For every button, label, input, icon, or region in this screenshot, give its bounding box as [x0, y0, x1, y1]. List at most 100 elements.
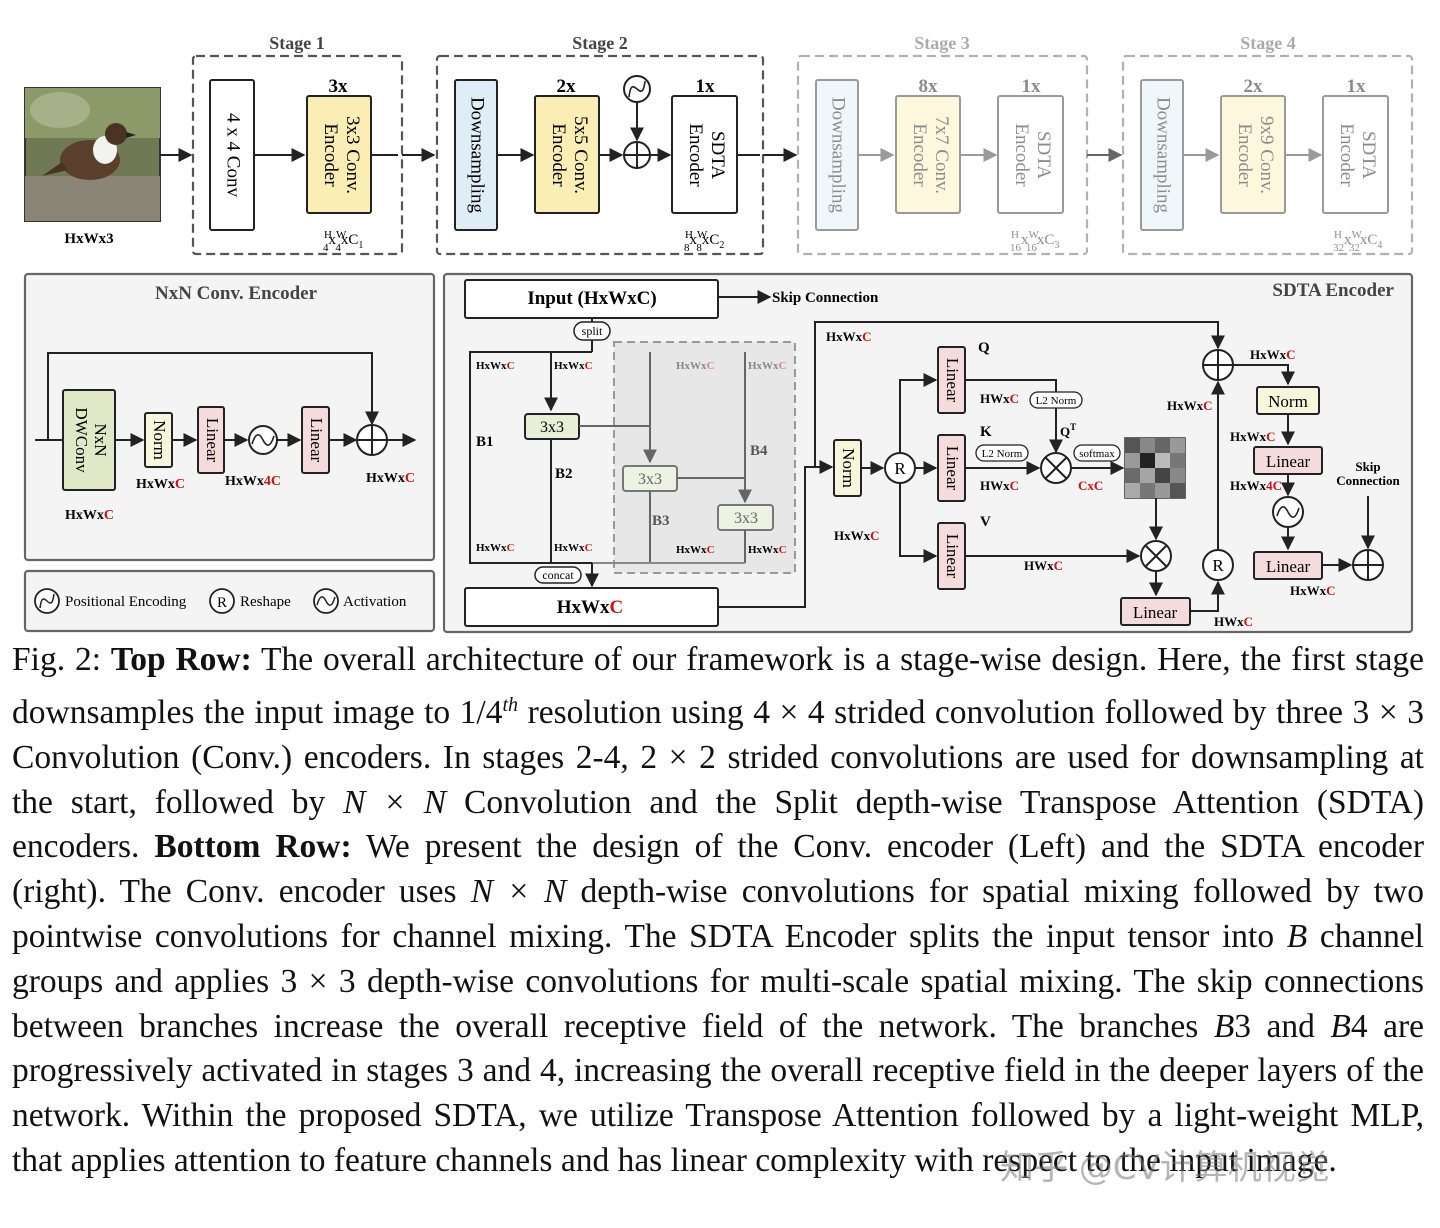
- b3-out-dim: HxWxC: [676, 544, 715, 556]
- figure-caption: Fig. 2: Top Row: The overall architectur…: [12, 638, 1424, 1184]
- b2-out-dim: HxWxC: [554, 542, 593, 554]
- k-l2norm-label: L2 Norm: [982, 448, 1023, 460]
- sdta-norm-label: Norm: [839, 448, 858, 488]
- stage-3-sdta-label: SDTAEncoder: [1011, 123, 1054, 187]
- out-linear-label: Linear: [1133, 603, 1178, 622]
- branch-b4: B4: [750, 443, 768, 459]
- out-linear-dim: HWxC: [1214, 614, 1253, 629]
- caption-nxn-1: N × N: [343, 783, 447, 821]
- stage-3-title: Stage 3: [914, 33, 970, 53]
- b3-dim: HxWxC: [676, 360, 715, 372]
- softmax-label: softmax: [1079, 448, 1115, 460]
- caption-text-8: are progressively activated in stages 3 …: [12, 1007, 1424, 1179]
- k-l2norm-node: [975, 444, 1029, 462]
- mlp-out-dim: HxWxC: [1290, 583, 1336, 598]
- skip-connection-label: Skip Connection: [772, 290, 879, 306]
- branch-output-label: HxWxC: [557, 597, 624, 618]
- stage-1: Stage 1 4 x 4 Conv 3x 3x3 Conv.Encoder H…: [191, 33, 404, 256]
- linear2-label: Linear: [307, 418, 326, 463]
- stage-3-mult2: 1x: [1022, 76, 1042, 97]
- sdta-panel: SDTA Encoder Input (HxWxC) Skip Connecti…: [442, 272, 1414, 634]
- stage-4-sdta-label: SDTAEncoder: [1336, 123, 1379, 187]
- q-label: Q: [978, 340, 990, 356]
- input-label: HxWx3: [64, 231, 113, 247]
- concat-node: [534, 566, 582, 584]
- stage-4-down-label: Downsampling: [1153, 97, 1174, 214]
- b4-conv-label: 3x3: [734, 510, 758, 527]
- reshape-icon: [209, 588, 235, 614]
- stage-4-encoder-label: 9x9 Conv.Encoder: [1234, 116, 1277, 194]
- k-dim: HWxC: [980, 478, 1019, 493]
- branch-b3: B3: [652, 513, 670, 529]
- qt-label: QT: [1060, 422, 1076, 439]
- caption-b3-var: B: [1213, 1007, 1235, 1045]
- caption-text-3: Convolution and the Split depth-wise Tra…: [12, 783, 1425, 866]
- b2-dim: HxWxC: [554, 360, 593, 372]
- mlp-linear2-label: Linear: [1266, 557, 1311, 576]
- stage-3-down-label: Downsampling: [828, 97, 849, 214]
- caption-bottom-row: Bottom Row:: [154, 828, 352, 866]
- split-label: split: [582, 324, 603, 338]
- legend-reshape: Reshape: [240, 594, 291, 610]
- v-linear-label: Linear: [943, 534, 962, 579]
- k-label: K: [980, 424, 992, 440]
- stage-1-encoder-label: 3x3 Conv.Encoder: [320, 116, 363, 194]
- dwconv-label: NxNDWConv: [72, 407, 110, 473]
- caption-text-5: depth-wise convolutions for spatial mixi…: [12, 873, 1425, 955]
- q-dim: HWxC: [980, 391, 1019, 406]
- caption-text-6: channel groups and applies 3 × 3 depth-w…: [12, 917, 1424, 1045]
- caption-text-4: We present the design of the Conv. encod…: [12, 828, 1424, 911]
- linear-dim: HxWx4C: [225, 474, 281, 489]
- stage-3: Stage 3 Downsampling 8x 7x7 Conv.Encoder…: [796, 33, 1089, 256]
- stage-2-mult2: 1x: [696, 76, 716, 97]
- caption-sup: th: [502, 693, 519, 716]
- q-l2norm-node: [1029, 391, 1083, 409]
- conv4x4-label: 4 x 4 Conv: [223, 113, 244, 197]
- stage-2-title: Stage 2: [572, 33, 628, 53]
- stage-1-mult: 3x: [329, 76, 349, 97]
- b2-conv-label: 3x3: [540, 419, 564, 436]
- attention-map: [1124, 437, 1186, 499]
- add-dim: HxWxC: [1250, 347, 1296, 362]
- reshape-dim: HxWxC: [1167, 398, 1213, 413]
- stage-3-mult1: 8x: [919, 76, 939, 97]
- conv-encoder-title: NxN Conv. Encoder: [155, 283, 318, 304]
- mlp-linear1-dim: HxWx4C: [1230, 478, 1282, 493]
- skip-dim: HxWxC: [826, 329, 872, 344]
- cxc-label: CxC: [1078, 478, 1103, 493]
- stage-2-encoder-label: 5x5 Conv.Encoder: [548, 116, 591, 194]
- stage-2-sdta-label: SDTAEncoder: [685, 123, 728, 187]
- v-label: V: [980, 514, 991, 530]
- branch-b2: B2: [555, 466, 573, 482]
- stage-4-mult1: 2x: [1244, 76, 1264, 97]
- stage-2: Stage 2 Downsampling 2x 5x5 Conv.Encoder…: [435, 33, 765, 256]
- concat-label: concat: [542, 568, 574, 582]
- reshape-symbol: R: [894, 459, 906, 478]
- stage-3-encoder-label: 7x7 Conv.Encoder: [909, 116, 952, 194]
- q-linear-label: Linear: [943, 358, 962, 403]
- output-dim: HxWxC: [366, 471, 415, 486]
- legend-pe: Positional Encoding: [65, 594, 187, 610]
- stage-2-down-label: Downsampling: [467, 97, 488, 214]
- stage-4-mult2: 1x: [1347, 76, 1367, 97]
- caption-b3-num: 3: [1234, 1007, 1252, 1045]
- stage-2-mult1: 2x: [557, 76, 577, 97]
- stage-1-title: Stage 1: [269, 33, 325, 53]
- norm-dim: HxWxC: [136, 477, 185, 492]
- caption-b4-num: 4: [1350, 1007, 1368, 1045]
- b1-out-dim: HxWxC: [476, 542, 515, 554]
- caption-text-7: and: [1251, 1007, 1331, 1045]
- watermark: 知乎 @CV计算机视觉: [1000, 1148, 1330, 1188]
- caption-text-1: The overall architecture of our framewor…: [12, 641, 1424, 731]
- caption-top-row: Top Row:: [110, 641, 252, 678]
- branch-b1: B1: [476, 434, 494, 450]
- norm-label: Norm: [150, 420, 169, 460]
- stage-4-title: Stage 4: [1240, 33, 1296, 53]
- v-dim: HWxC: [1024, 558, 1063, 573]
- softmax-node: [1073, 444, 1121, 462]
- caption-fig-label: Fig. 2:: [12, 641, 111, 678]
